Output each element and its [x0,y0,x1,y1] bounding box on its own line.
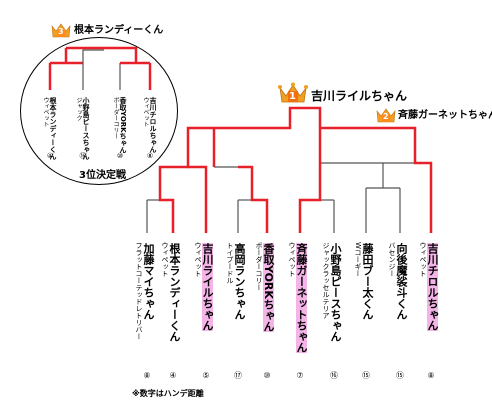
runner-up-rank: 2 [383,112,389,121]
third-place-name: 根本ランディーくん [74,25,164,36]
champion-rank: 1 [289,91,296,102]
entry-handicap: ⑤ [202,371,210,380]
entry-name: 香取YORKちゃん [262,243,275,332]
entry-breed: Wコーギー [354,242,362,277]
third-entry-name: 香取YORKちゃん [119,97,127,154]
entry-handicap: ⑮ [396,371,404,380]
entry-handicap: ⑮ [362,371,370,380]
entry-breed: ウィペット [419,242,427,277]
entry-handicap: ⑰ [234,371,242,380]
winning-path [238,165,269,233]
entry-handicap: ⑧ [427,371,435,380]
third-entry-handicap: ⑩ [116,152,124,160]
entry-breed: ボーダーコリー [255,242,263,291]
entry-name: 向後魔裟斗くん [395,243,408,320]
entry-breed: ウィペット [288,242,296,277]
entry-name: 吉川チロルちゃん [426,243,439,331]
third-entry-name: 吉川チロルちゃん [149,97,157,153]
entry-breed: フラットコーテッドレトリバー [135,242,143,340]
third-entry-handicap: ⑧ [146,152,154,160]
entry-handicap: ⑩ [263,371,271,380]
champion-name: 吉川ライルちゃん [311,89,408,103]
handicap-note: ※数字はハンデ距離 [132,389,204,398]
entry-name: 吉川ライルちゃん [201,243,214,331]
third-entry-breed: ウィペット [42,97,49,127]
entry-breed: ジャックラッセルテリア [322,242,330,319]
entry-name: 根本ランディーくん [168,243,181,342]
runner-up-name: 斉藤ガーネットちゃん [398,110,492,121]
third-entry-breed: ボーダーコリー [112,97,119,139]
entry-name: 斉藤ガーネットちゃん [295,243,308,353]
entry-name: 加藤マイちゃん [142,243,155,320]
winning-path [298,163,322,233]
third-place-rank: 3 [58,27,64,36]
winning-path [214,106,322,130]
third-entry-name: 根本ランディーくん [49,97,57,160]
winning-path [186,126,214,233]
third-entry-breed: ウィペット [142,97,149,127]
winning-path [158,165,188,233]
third-entry-breed: ジャック [75,97,82,121]
crown-icon [376,107,396,123]
entry-breed: バセンジー [388,242,396,277]
third-place-match-title: 3位決定戦 [79,170,126,181]
winning-path [320,126,433,233]
entry-handicap: ⑯ [330,371,338,380]
entry-breed: ウィペット [194,242,202,277]
entry-breed: トイプードル [226,242,234,284]
entry-name: 高岡ランちゃん [233,243,246,320]
third-place-match-circle [20,37,178,185]
entry-name: 小野島ピースちゃん [329,243,342,342]
crown-icon [51,22,71,38]
entry-handicap: ④ [169,371,177,380]
third-entry-handicap: ④ [46,152,54,160]
third-entry-name: 小野島ピースちゃん [82,97,90,160]
third-entry-handicap: ⑯ [79,152,87,160]
crown-icon [278,82,308,104]
entry-handicap: ⑦ [296,371,304,380]
entry-name: 藤田ブー太くん [361,243,374,320]
entry-breed: ウィペット [161,242,169,277]
entry-handicap: ⑧ [143,371,151,380]
